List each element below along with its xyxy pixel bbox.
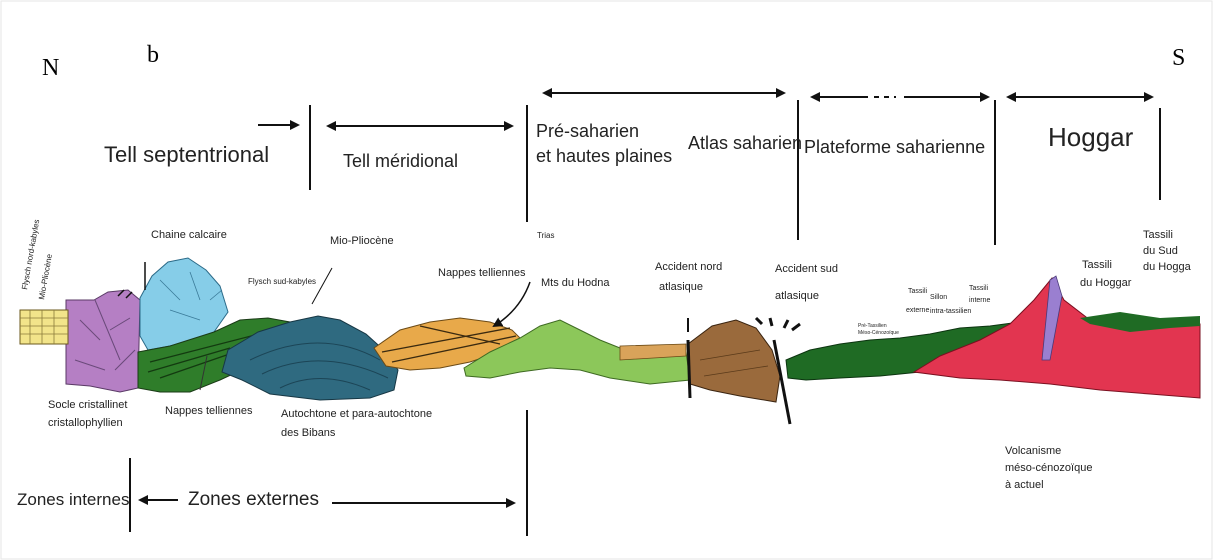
- mio-pliocene-left-label: Mio-Pliocène: [37, 253, 54, 301]
- autochtone-label-2: des Bibans: [281, 427, 336, 439]
- pre-tassilien-label: Pré-Tassilien: [858, 323, 887, 329]
- socle-cristallin: [66, 290, 140, 392]
- sillon-label-1: Sillon: [930, 294, 947, 301]
- tassili-externe-label-1: Tassili: [908, 288, 928, 295]
- tassili-interne-label-2: interne: [969, 297, 991, 304]
- tassili-interne-label-1: Tassili: [969, 285, 989, 292]
- accident-nord-label-2: atlasique: [659, 281, 703, 293]
- accident-nord-label-1: Accident nord: [655, 261, 722, 273]
- domain-atlas-saharien: Atlas saharien: [688, 133, 802, 153]
- socle-label-2: cristallophyllien: [48, 417, 123, 429]
- volcanisme-label-3: à actuel: [1005, 479, 1044, 491]
- north-label: N: [42, 55, 59, 81]
- nappes-telliennes-bottom-label: Nappes telliennes: [165, 405, 253, 417]
- sillon-label-2: intra-tassilien: [930, 308, 971, 315]
- domain-tell-meridional: Tell méridional: [343, 151, 458, 171]
- tassili-sud-label-3: du Hogga: [1143, 261, 1192, 273]
- zones-internes-label: Zones internes: [17, 490, 129, 509]
- fault-ticks: [756, 318, 800, 330]
- flysch-nord-label: Flysch nord-kabyles: [20, 219, 41, 291]
- nappes-telliennes-top-label: Nappes telliennes: [438, 267, 526, 279]
- trias-pointer: [494, 282, 530, 326]
- socle-ticks: [118, 262, 145, 298]
- atlas-saharien-block: [688, 320, 780, 402]
- accident-nord-fault: [688, 340, 690, 398]
- meso-cenozoique-label: Méso-Cénozoïque: [858, 330, 899, 336]
- autochtone-label-1: Autochtone et para-autochtone: [281, 408, 432, 420]
- tassili-hoggar-label-2: du Hoggar: [1080, 277, 1132, 289]
- south-label: S: [1172, 45, 1185, 71]
- tassili-hoggar-label-1: Tassili: [1082, 259, 1112, 271]
- flysch-sud-label: Flysch sud-kabyles: [248, 277, 316, 286]
- socle-label-1: Socle cristallinet: [48, 399, 127, 411]
- domain-presaharien-line1: Pré-saharien: [536, 121, 639, 141]
- flysch-nord-kabyle: [20, 310, 68, 344]
- mio-pliocene-label: Mio-Pliocène: [330, 235, 394, 247]
- domain-plateforme: Plateforme saharienne: [804, 137, 985, 157]
- domain-hoggar: Hoggar: [1048, 122, 1134, 152]
- domain-tell-septentrional: Tell septentrional: [104, 142, 269, 167]
- panel-label: b: [147, 42, 159, 68]
- tassili-sud-label-1: Tassili: [1143, 229, 1173, 241]
- trias-label: Trias: [537, 231, 554, 240]
- chaine-calcaire-label: Chaine calcaire: [151, 229, 227, 241]
- tassili-sud-label-2: du Sud: [1143, 245, 1178, 257]
- tassili-externe-label-2: externe: [906, 307, 929, 314]
- mts-hodna-label: Mts du Hodna: [541, 277, 610, 289]
- accident-sud-label-1: Accident sud: [775, 263, 838, 275]
- zones-externes-label: Zones externes: [188, 489, 319, 510]
- mio-pliocene-pointer: [312, 268, 332, 304]
- domain-presaharien-line2: et hautes plaines: [536, 146, 672, 166]
- volcanisme-label-1: Volcanisme: [1005, 445, 1061, 457]
- volcanisme-label-2: méso-cénozoïque: [1005, 462, 1092, 474]
- accident-sud-label-2: atlasique: [775, 290, 819, 302]
